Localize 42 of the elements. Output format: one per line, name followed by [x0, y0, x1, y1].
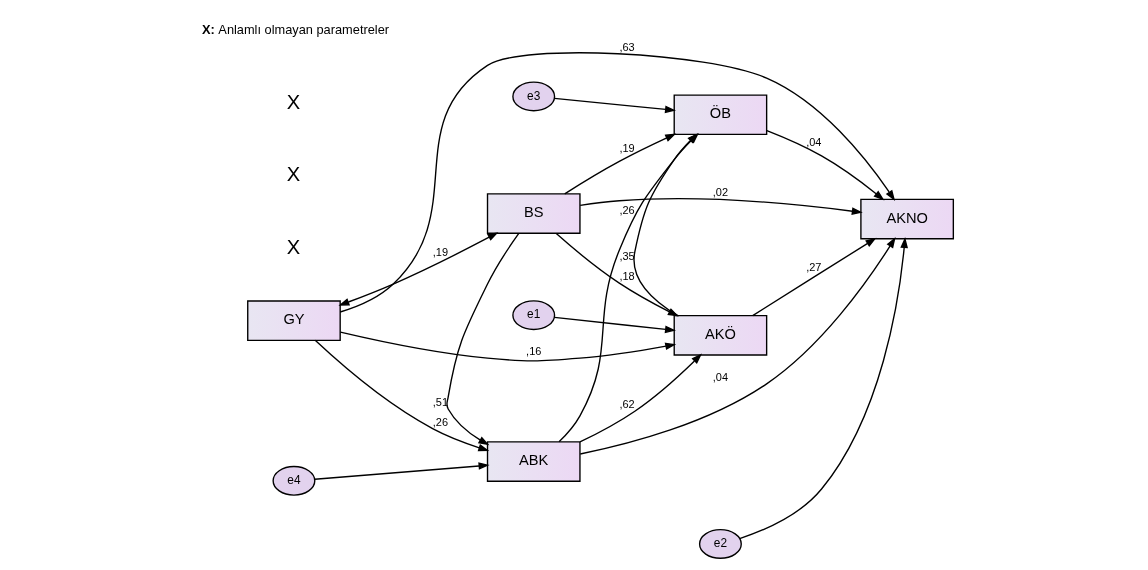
edge-label: ,63: [619, 41, 635, 54]
label: X: Anlamlı olmayan parametreler: [201, 21, 390, 37]
node-ellipse: e4: [272, 465, 316, 496]
edge-label: ,19: [619, 141, 635, 154]
arrow: [314, 462, 490, 480]
edge-label: ,04: [806, 136, 822, 149]
edge-label: ,04: [712, 370, 729, 383]
edge-label: ,26: [619, 204, 635, 217]
edge-label: ,16: [526, 345, 542, 358]
arrow: [738, 237, 908, 540]
label: X: [286, 163, 301, 186]
edge-label: ,19: [432, 246, 449, 259]
edge-label: ,62: [619, 398, 635, 411]
node-ellipse: e2: [698, 529, 742, 559]
arrow: [314, 339, 490, 452]
edge-label: ,18: [619, 270, 635, 283]
node-ellipse: e1: [512, 300, 556, 331]
arrow: [564, 133, 677, 195]
label: X: [286, 235, 301, 258]
arrow: [339, 331, 677, 362]
arrow: [766, 130, 885, 201]
arrow: [553, 316, 676, 334]
edge-label: ,26: [432, 415, 449, 428]
arrow: [579, 198, 863, 215]
edge-label: ,27: [806, 260, 822, 273]
node-box: AKÖ: [673, 314, 768, 356]
arrow: [339, 52, 896, 313]
arrow: [579, 353, 703, 443]
arrow: [579, 237, 896, 455]
node-ellipse: e3: [512, 81, 556, 112]
node-box: ABK: [486, 441, 581, 482]
edge-label: ,02: [712, 185, 729, 198]
node-box: GY: [247, 300, 341, 342]
arrow: [553, 97, 676, 114]
arrow: [338, 232, 499, 306]
node-box: BS: [486, 193, 581, 234]
edge-label: ,35: [619, 250, 635, 263]
arrow: [446, 232, 520, 446]
arrow: [752, 237, 877, 317]
node-box: AKNO: [860, 198, 955, 240]
node-box: ÖB: [673, 94, 768, 136]
label: X: [286, 90, 301, 113]
